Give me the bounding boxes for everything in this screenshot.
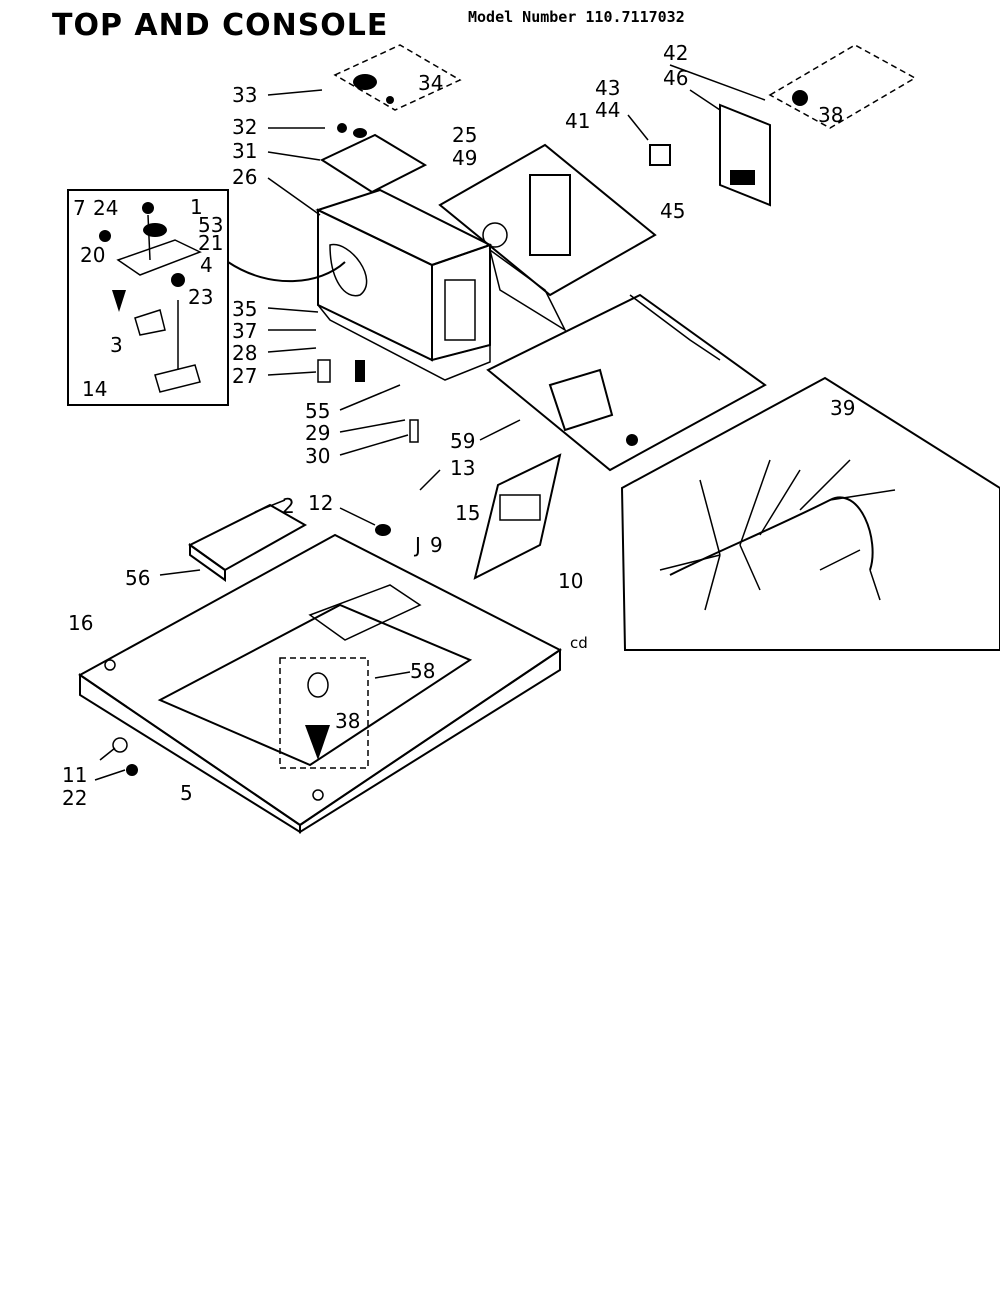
label-21: 21 (198, 231, 223, 255)
label-27: 27 (232, 364, 257, 388)
label-14: 14 (82, 377, 107, 401)
part-labels: 33 34 32 25 31 49 26 7 24 1 53 21 20 4 2… (62, 41, 855, 810)
label-3: 3 (110, 333, 123, 357)
label-23: 23 (188, 285, 213, 309)
label-46: 46 (663, 66, 688, 90)
label-56: 56 (125, 566, 150, 590)
label-cd: cd (570, 634, 588, 652)
label-2: 2 (282, 494, 295, 518)
label-29: 29 (305, 421, 330, 445)
label-20: 20 (80, 243, 105, 267)
label-25: 25 (452, 123, 477, 147)
label-5: 5 (180, 781, 193, 805)
label-16: 16 (68, 611, 93, 635)
label-10: 10 (558, 569, 583, 593)
label-4: 4 (200, 253, 213, 277)
switch-panel (649, 44, 917, 207)
leader-lines (94, 64, 766, 781)
label-49: 49 (452, 146, 477, 170)
label-31: 31 (232, 139, 257, 163)
hinge-callout-box (279, 657, 369, 769)
label-45: 45 (660, 199, 685, 223)
label-38-bottom: 38 (335, 709, 360, 733)
label-38-top: 38 (818, 103, 843, 127)
label-15: 15 (455, 501, 480, 525)
label-41: 41 (565, 109, 590, 133)
label-1: 1 (190, 195, 203, 219)
label-59: 59 (450, 429, 475, 453)
label-j: J (413, 533, 421, 557)
label-43: 43 (595, 76, 620, 100)
label-55: 55 (305, 399, 330, 423)
console-grille (473, 453, 562, 580)
label-37: 37 (232, 319, 257, 343)
washer-top-panel (78, 533, 562, 834)
knob-assembly-inset (67, 189, 229, 406)
label-28: 28 (232, 341, 257, 365)
console-housing (315, 188, 493, 381)
diagram-title: TOP AND CONSOLE (52, 8, 389, 43)
label-13: 13 (450, 456, 475, 480)
top-hardware (319, 44, 462, 194)
label-24: 24 (93, 196, 118, 220)
label-44: 44 (595, 98, 620, 122)
label-34: 34 (418, 71, 443, 95)
lid-assembly (188, 503, 308, 582)
label-42: 42 (663, 41, 688, 65)
label-7: 7 (73, 196, 86, 220)
label-39: 39 (830, 396, 855, 420)
label-11: 11 (62, 763, 87, 787)
label-35: 35 (232, 297, 257, 321)
label-58: 58 (410, 659, 435, 683)
timer-panel (438, 143, 657, 333)
label-9: 9 (430, 533, 443, 557)
label-22: 22 (62, 786, 87, 810)
label-12: 12 (308, 491, 333, 515)
label-26: 26 (232, 165, 257, 189)
model-number: Model Number 110.7117032 (468, 8, 685, 26)
control-panel-59 (486, 293, 767, 472)
label-33: 33 (232, 83, 257, 107)
label-32: 32 (232, 115, 257, 139)
label-53: 53 (198, 213, 223, 237)
wiring-harness-inset (620, 376, 1000, 651)
label-30: 30 (305, 444, 330, 468)
